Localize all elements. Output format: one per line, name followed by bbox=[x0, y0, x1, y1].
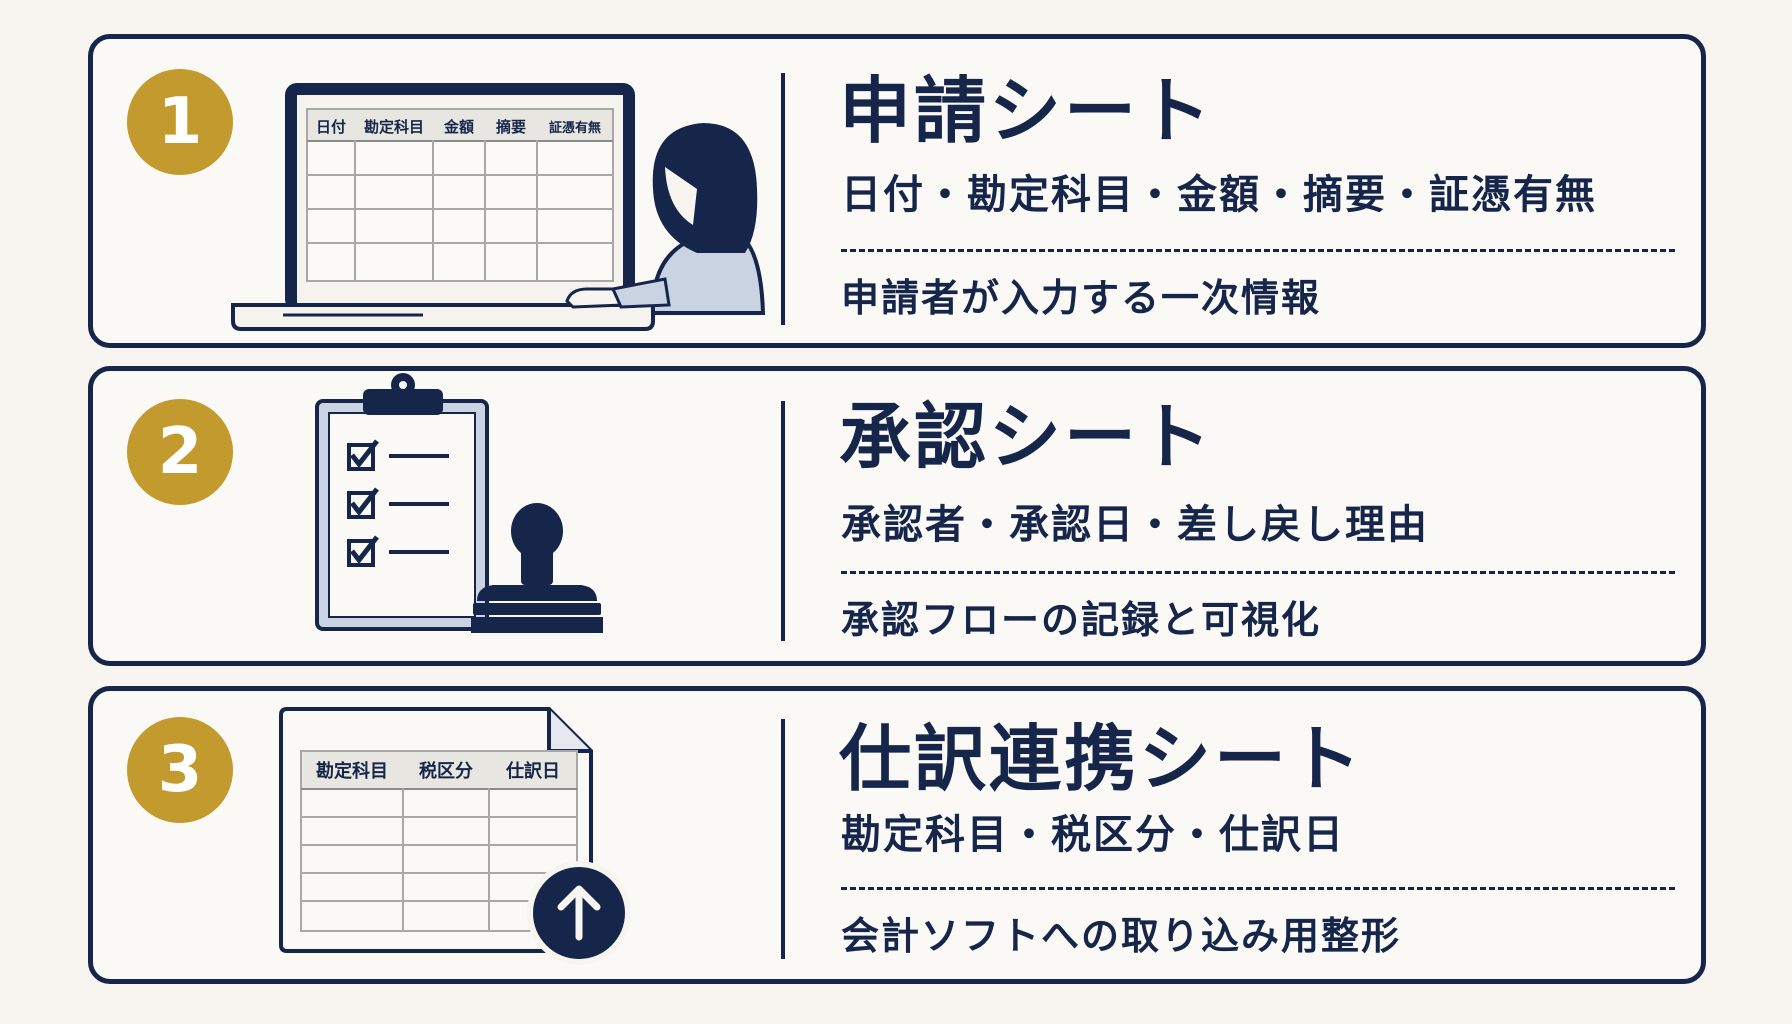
table-header: 日付 bbox=[316, 118, 346, 136]
vertical-divider bbox=[781, 401, 785, 641]
spreadsheet-document-with-upload-icon: 勘定科目 税区分 仕訳日 bbox=[279, 707, 631, 965]
step-card-1: 1 日付 勘定科目 金額 摘要 証憑有無 bbox=[88, 34, 1706, 348]
dashed-divider bbox=[841, 249, 1675, 252]
laptop-with-person-icon: 日付 勘定科目 金額 摘要 証憑有無 bbox=[231, 83, 766, 331]
step-title: 申請シート bbox=[839, 69, 1215, 153]
step-title: 承認シート bbox=[839, 395, 1215, 479]
person-icon bbox=[565, 123, 766, 315]
checklist bbox=[347, 439, 449, 567]
upload-arrow-icon bbox=[527, 861, 631, 965]
step-number-badge: 2 bbox=[127, 399, 233, 505]
table-header: 税区分 bbox=[419, 760, 473, 782]
step-title: 仕訳連携シート bbox=[839, 717, 1365, 801]
step-number-badge: 3 bbox=[127, 717, 233, 823]
step-description: 承認フローの記録と可視化 bbox=[841, 598, 1322, 642]
vertical-divider bbox=[781, 73, 785, 325]
table-header: 摘要 bbox=[496, 118, 526, 136]
dashed-divider bbox=[841, 571, 1675, 574]
step-fields: 日付・勘定科目・金額・摘要・証憑有無 bbox=[841, 172, 1597, 218]
step-card-2: 2 承認シート 承認者・承認日・差し戻し理由 bbox=[88, 366, 1706, 666]
step-number-badge: 1 bbox=[127, 69, 233, 175]
dashed-divider bbox=[841, 887, 1675, 890]
table-header: 証憑有無 bbox=[549, 120, 601, 136]
vertical-divider bbox=[781, 719, 785, 959]
step-fields: 勘定科目・税区分・仕訳日 bbox=[841, 812, 1345, 858]
table-header: 勘定科目 bbox=[316, 760, 388, 782]
step-description: 申請者が入力する一次情報 bbox=[841, 276, 1322, 320]
clipboard-checklist-with-stamp-icon bbox=[315, 373, 603, 633]
table-header: 勘定科目 bbox=[364, 118, 424, 136]
step-card-3: 3 勘定科目 税区分 仕訳日 仕訳連携シート 勘定科目・税区 bbox=[88, 686, 1706, 984]
table-header: 仕訳日 bbox=[505, 760, 560, 782]
step-fields: 承認者・承認日・差し戻し理由 bbox=[841, 502, 1429, 548]
stamp-icon bbox=[471, 503, 603, 633]
table-header: 金額 bbox=[443, 118, 474, 136]
step-description: 会計ソフトへの取り込み用整形 bbox=[841, 914, 1402, 958]
